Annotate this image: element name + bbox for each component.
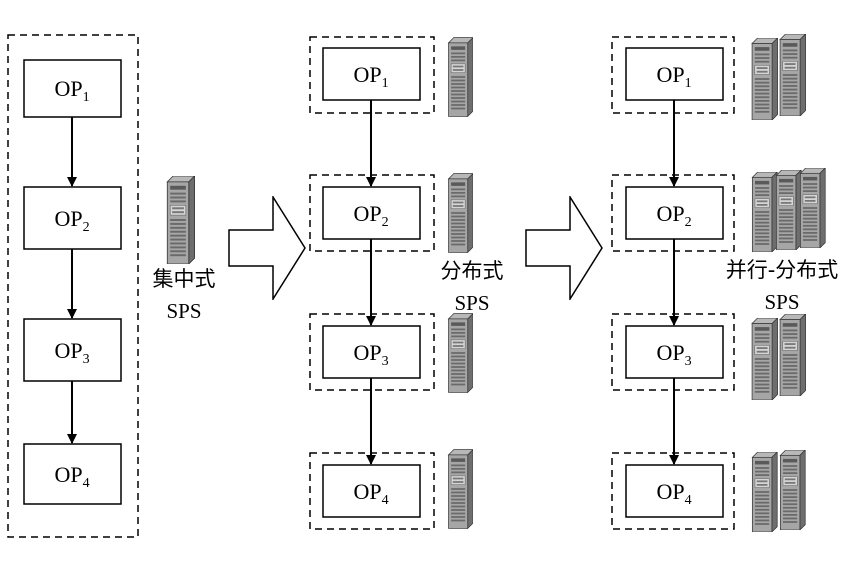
server-icon — [780, 314, 806, 396]
op3-subscript: 3 — [685, 354, 692, 369]
op2-subscript: 2 — [83, 220, 90, 235]
parallel-distributed-label: 并行-分布式 — [726, 258, 839, 282]
distributed-node-op2: OP2 — [310, 174, 473, 253]
stage-centralized: OP1 OP2 OP3 OP4 集中式 SPS — [8, 35, 216, 537]
server-cluster-icon — [752, 34, 806, 120]
op1-label: OP — [656, 62, 684, 87]
op1-label: OP — [54, 76, 82, 101]
server-icon — [752, 452, 777, 532]
server-cluster-icon — [752, 314, 806, 400]
op3-label: OP — [54, 338, 82, 363]
op3-subscript: 3 — [83, 352, 90, 367]
operator-op2-box: OP2 — [24, 187, 121, 249]
operator-op3-box: OP3 — [24, 319, 121, 381]
server-icon — [800, 168, 825, 248]
op2-label: OP — [54, 206, 82, 231]
parallel-node-op4: OP4 — [612, 450, 805, 532]
op4-subscript: 4 — [83, 476, 90, 491]
op1-subscript: 1 — [83, 90, 90, 105]
operator-op4-box: OP4 — [24, 444, 121, 504]
centralized-label: 集中式 — [153, 267, 216, 291]
op3-subscript: 3 — [382, 354, 389, 369]
op1-label: OP — [353, 62, 381, 87]
parallel-node-op2: OP2 — [612, 168, 825, 252]
centralized-sps-label: SPS — [166, 299, 201, 323]
server-icon — [776, 170, 801, 250]
op3-label: OP — [353, 340, 381, 365]
parallel-distributed-sps-label: SPS — [764, 290, 799, 314]
distributed-sps-label: SPS — [454, 291, 489, 315]
op2-subscript: 2 — [382, 215, 389, 230]
server-icon — [449, 450, 474, 529]
op4-subscript: 4 — [382, 493, 389, 508]
distributed-label: 分布式 — [441, 259, 504, 283]
stage-parallel-distributed: OP1 OP2 OP3 — [612, 34, 838, 532]
server-icon — [752, 172, 777, 252]
distributed-node-op4: OP4 — [310, 450, 473, 529]
server-cluster-icon — [752, 168, 825, 252]
op1-subscript: 1 — [382, 76, 389, 91]
operator-op1-box: OP1 — [24, 60, 121, 117]
server-icon — [167, 176, 194, 264]
op3-label: OP — [656, 340, 684, 365]
server-icon — [752, 38, 778, 120]
op4-label: OP — [656, 479, 684, 504]
hollow-right-arrow-icon — [526, 197, 602, 299]
server-icon — [449, 38, 474, 117]
distributed-node-op3: OP3 — [310, 314, 473, 393]
server-icon — [449, 314, 474, 393]
server-icon — [449, 174, 474, 253]
op2-subscript: 2 — [685, 215, 692, 230]
server-icon — [752, 318, 778, 400]
stage-distributed: OP1 OP2 OP3 OP4 分布式 SPS — [310, 37, 504, 529]
op4-label: OP — [54, 462, 82, 487]
server-icon — [780, 450, 805, 530]
server-cluster-icon — [752, 450, 805, 532]
server-icon — [780, 34, 806, 116]
distributed-node-op1: OP1 — [310, 37, 473, 116]
op4-subscript: 4 — [685, 493, 692, 508]
op1-subscript: 1 — [685, 76, 692, 91]
op4-label: OP — [353, 479, 381, 504]
hollow-right-arrow-icon — [229, 197, 305, 299]
op2-label: OP — [656, 201, 684, 226]
op2-label: OP — [353, 201, 381, 226]
parallel-node-op3: OP3 — [612, 314, 806, 400]
parallel-node-op1: OP1 — [612, 34, 806, 120]
